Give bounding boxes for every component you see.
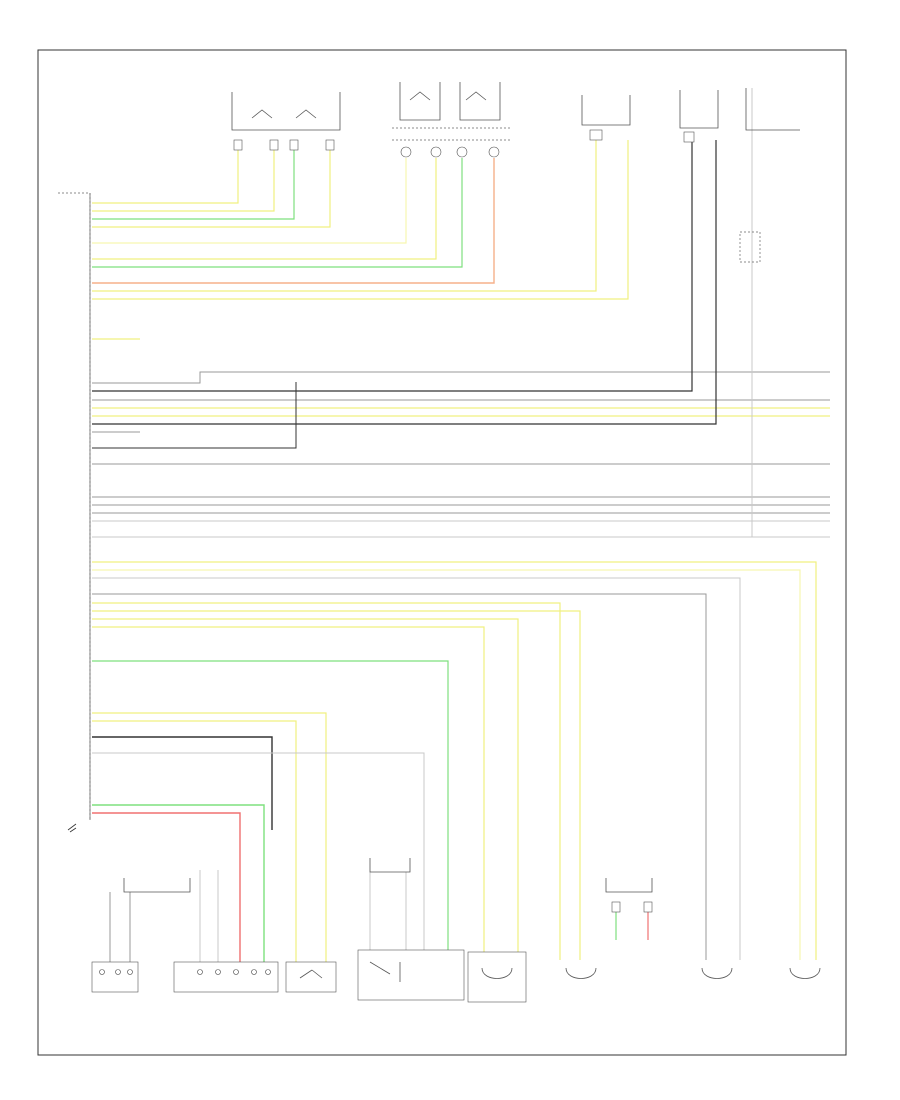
wire-lower-9	[92, 660, 449, 950]
wire-bus-1	[92, 371, 830, 384]
wire-lower-2	[92, 569, 801, 960]
airbag-control-module	[58, 192, 91, 820]
pretensioner-connector	[605, 878, 653, 913]
wire-lower-11	[92, 720, 297, 962]
wire-lower-1	[92, 561, 817, 960]
wire-lower-5	[92, 602, 561, 960]
wire-spiral-1	[92, 158, 407, 244]
wire-bus-7	[92, 382, 297, 449]
occupant-classification-module	[173, 961, 279, 993]
wire-passenger-sensor-1	[92, 140, 597, 292]
wire-passenger-sensor-2	[92, 140, 629, 300]
wire-front-sensor-3	[92, 150, 295, 220]
left-seat-sensor-connector	[91, 878, 191, 993]
wire-lower-3	[92, 577, 741, 960]
wire-lower-8	[92, 626, 485, 960]
seat-belt-buckle-top	[739, 88, 800, 263]
wire-lower-10	[92, 712, 327, 962]
wire-front-sensor-2	[92, 150, 275, 212]
wire-spiral-3	[92, 158, 463, 268]
side-airbag-modules	[467, 951, 821, 1003]
diagram-frame	[37, 49, 847, 1056]
passenger-airbag-top	[679, 90, 719, 143]
wire-lower-13	[92, 752, 425, 950]
wire-harness	[92, 88, 830, 962]
wire-front-sensor-1	[92, 150, 239, 204]
wire-lower-12	[92, 736, 273, 830]
driver-buckle-switch	[357, 858, 465, 1001]
wire-spiral-2	[92, 158, 437, 260]
front-passenger-sensor-top	[581, 95, 631, 141]
seat-position-sensor	[285, 961, 337, 993]
wire-spiral-4	[92, 158, 495, 284]
wire-bus-6	[92, 140, 717, 425]
wire-lower-15	[92, 812, 241, 962]
wire-lower-7	[92, 618, 519, 960]
wire-lower-14	[92, 804, 265, 962]
wire-lower-6	[92, 610, 581, 960]
wire-bus-2	[92, 142, 693, 392]
ground-symbol	[67, 823, 77, 833]
spiral-cable-and-steering-airbag	[392, 82, 512, 158]
wire-front-sensor-4	[92, 150, 331, 228]
wire-lower-4	[92, 593, 707, 960]
front-impact-sensors-top	[231, 92, 341, 151]
